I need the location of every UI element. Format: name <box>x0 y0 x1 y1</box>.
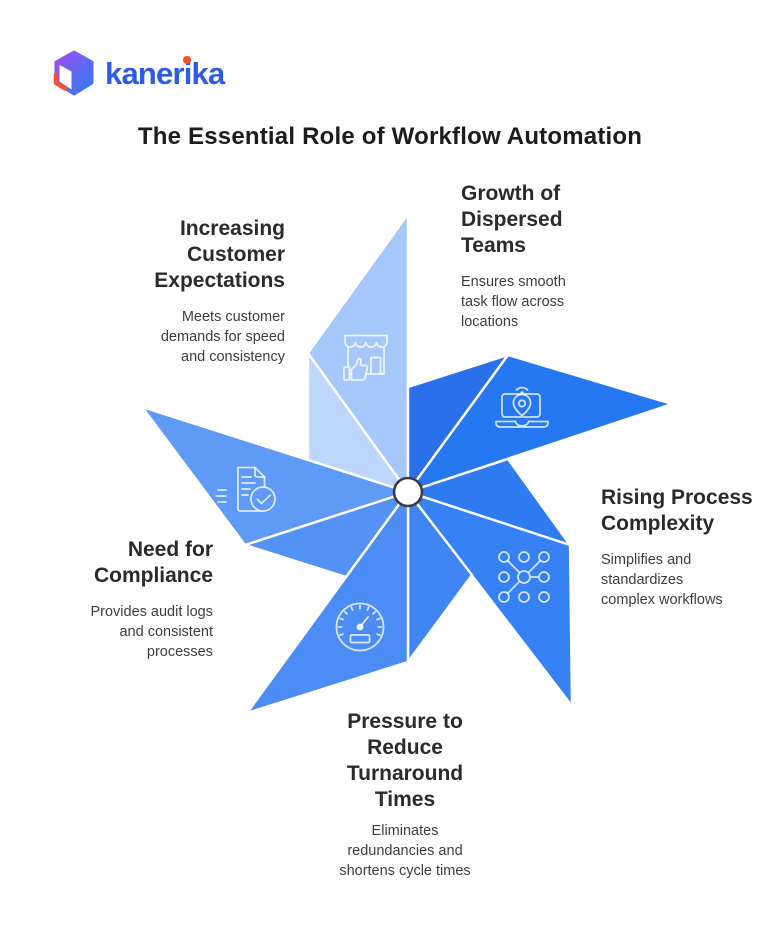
kanerika-cube-icon <box>53 50 94 96</box>
gauge-readout <box>349 634 371 644</box>
item-turnaround-times: Pressure to Reduce Turnaround Times Elim… <box>295 709 515 881</box>
document-speed-dashes <box>215 489 227 503</box>
blade-teams-spike <box>406 353 674 494</box>
item-heading: Need for Compliance <box>93 538 213 587</box>
thumbs-up-hand <box>343 357 369 381</box>
network-circles <box>498 551 550 603</box>
storefront-door <box>370 356 382 375</box>
item-customer-expectations: Increasing Customer Expectations Meets c… <box>154 216 285 367</box>
check-mark <box>256 494 271 505</box>
location-pin <box>512 393 532 417</box>
page-title: The Essential Role of Workflow Automatio… <box>137 123 643 150</box>
item-process-complexity: Rising Process Complexity Simplifies and… <box>601 485 753 610</box>
item-compliance: Need for Compliance Provides audit logs … <box>90 537 213 662</box>
blade-customer-spike <box>306 212 410 494</box>
wifi-arc <box>515 386 529 391</box>
pinwheel-hub <box>392 476 424 508</box>
check-circle <box>250 486 276 512</box>
network-links <box>503 556 545 598</box>
item-body: Meets customer demands for speed and con… <box>160 309 285 365</box>
gauge-hub <box>356 623 364 631</box>
gauge-ring <box>335 602 385 652</box>
gauge-ticks <box>337 604 383 637</box>
pinwheel-icons <box>215 334 550 652</box>
network-nodes-icon <box>498 551 550 603</box>
logo-wordmark: kanerika <box>105 55 225 91</box>
blade-compliance-spike <box>140 405 410 547</box>
document-check-icon <box>215 466 276 512</box>
document-fold <box>254 466 266 478</box>
item-heading: Growth of Dispersed Teams <box>461 182 563 257</box>
item-heading: Increasing Customer Expectations <box>154 217 285 292</box>
item-body: Ensures smooth task flow across location… <box>461 274 566 330</box>
pinwheel-blades <box>140 212 674 715</box>
speedometer-icon <box>335 602 385 652</box>
item-body: Eliminates redundancies and shortens cyc… <box>339 823 471 879</box>
item-heading: Pressure to Reduce Turnaround Times <box>346 710 464 811</box>
kanerika-logo: kanerika <box>52 50 225 96</box>
item-dispersed-teams: Growth of Dispersed Teams Ensures smooth… <box>461 181 566 332</box>
laptop-location-icon <box>495 386 549 428</box>
item-body: Simplifies and standardizes complex work… <box>601 552 723 608</box>
item-heading: Rising Process Complexity <box>601 486 753 535</box>
item-body: Provides audit logs and consistent proce… <box>90 604 213 660</box>
logo-i-dot <box>183 56 191 64</box>
storefront-awning <box>344 334 388 348</box>
storefront-thumbs-up-icon <box>343 334 388 381</box>
laptop-base <box>495 420 549 428</box>
document-lines <box>241 476 256 496</box>
location-pin-hole <box>517 399 527 408</box>
